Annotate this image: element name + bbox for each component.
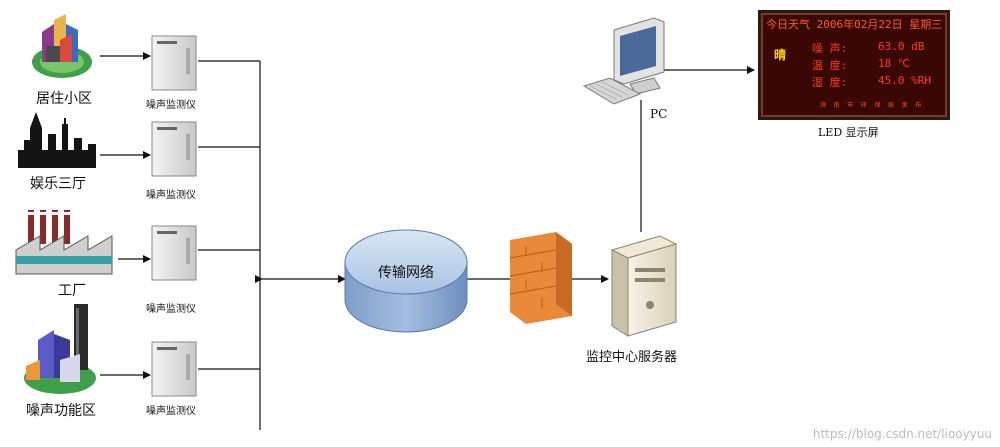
led-weather: 晴 [774,48,787,62]
server-icon [610,235,678,337]
factory-icon [15,210,113,275]
city-skyline-icon [18,112,96,168]
noise-monitor-3 [151,225,197,281]
device-label: 噪声监测仪 [146,100,196,111]
led-row-name: 湿 度: [812,76,848,89]
server-label: 监控中心服务器 [586,350,678,365]
buildings-icon [24,304,96,394]
led-footer: 滨 南 市 环 保 局 发 布 [820,102,924,109]
source-label-residential: 居住小区 [36,91,92,107]
led-label: LED 显示屏 [818,126,879,139]
source-label-noise-zone: 噪声功能区 [26,403,96,419]
connector-lines [100,52,755,430]
network-label: 传输网络 [378,265,434,281]
led-row-value: 63.0 dB [878,40,925,53]
led-row-value: 18 ℃ [878,57,911,70]
led-row-name: 噪 声: [812,42,848,55]
source-label-factory: 工厂 [58,283,86,299]
device-label: 噪声监测仪 [146,304,196,315]
device-label: 噪声监测仪 [146,190,196,201]
led-header: 今日天气 2006年02月22日 星期三 [766,18,943,31]
pc-icon [582,17,665,105]
noise-monitor-1 [151,35,197,91]
led-display-panel [758,10,950,120]
residential-icon [32,14,92,78]
network-cylinder [344,229,468,333]
led-row-value: 45.0 %RH [878,74,931,87]
pc-label: PC [650,107,668,121]
noise-monitor-2 [151,121,197,177]
watermark: https://blog.csdn.net/liooyyuu [812,427,992,441]
firewall-icon [509,232,572,324]
led-row-name: 温 度: [812,59,848,72]
noise-monitor-4 [151,341,197,397]
source-label-entertainment: 娱乐三厅 [30,176,86,192]
device-label: 噪声监测仪 [146,406,196,417]
